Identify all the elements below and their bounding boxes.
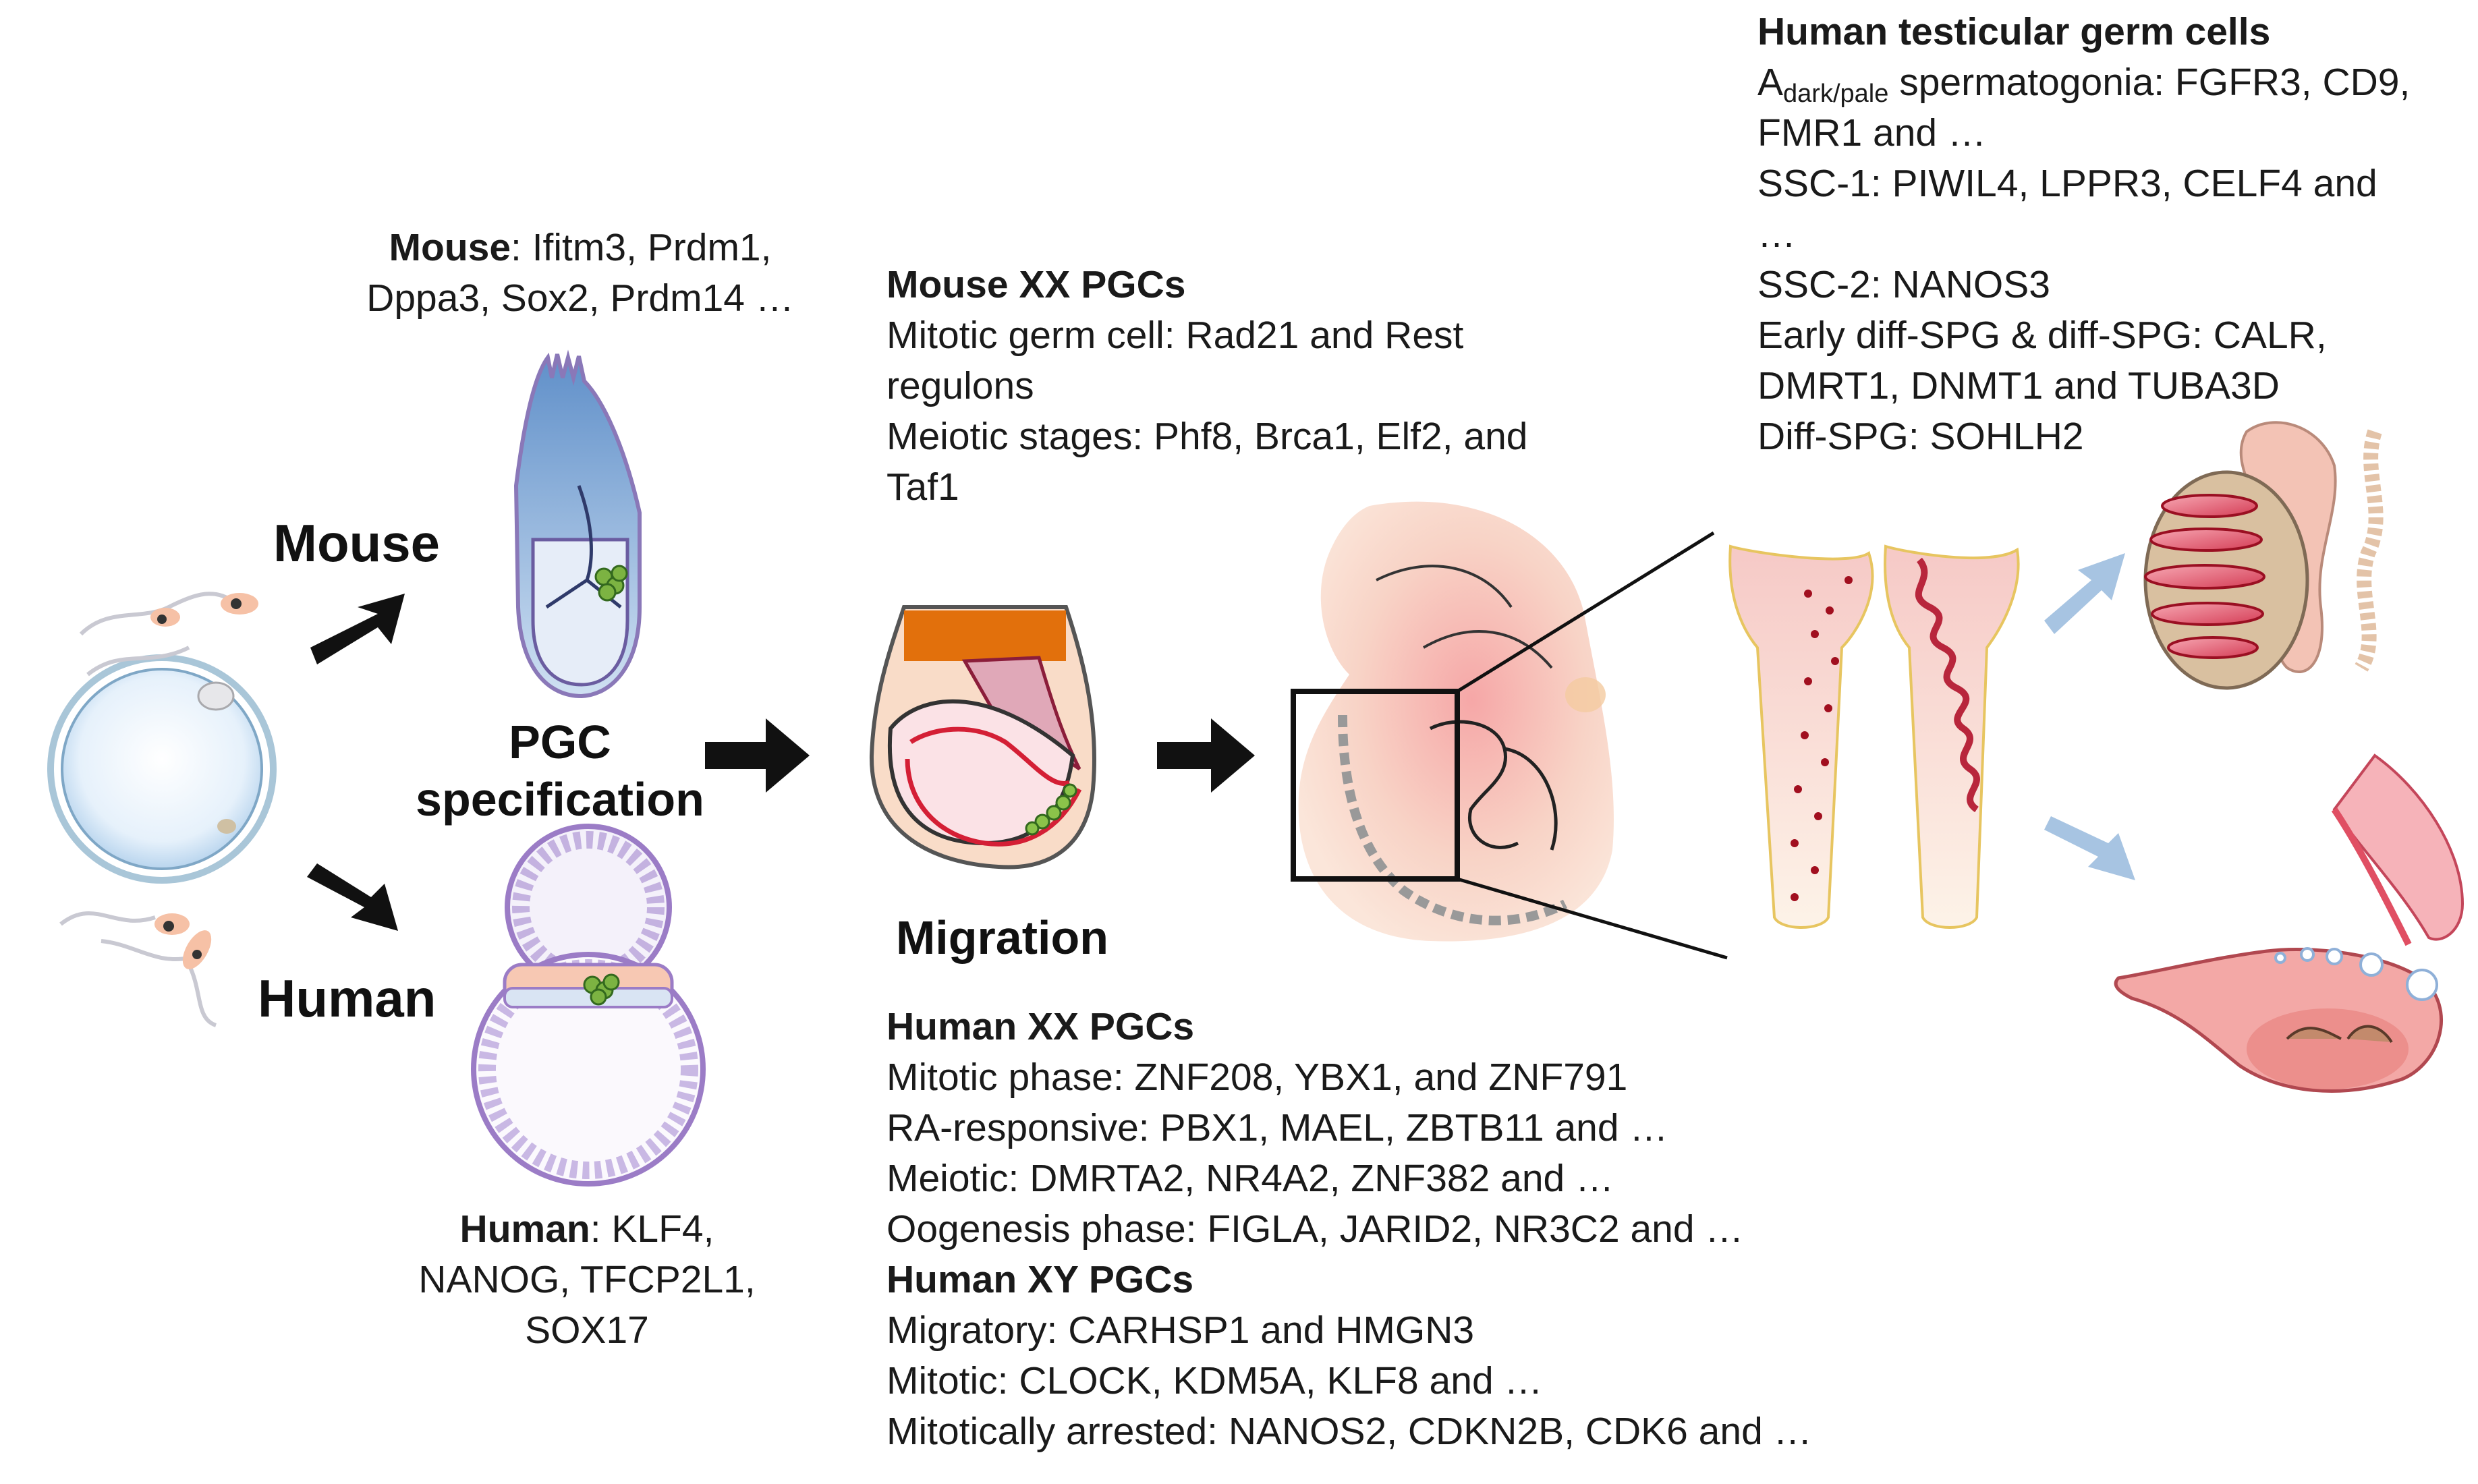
sperm-illustration <box>59 592 237 1027</box>
testis-a-rest: spermatogonia: FGFR3, CD9, <box>1888 61 2411 104</box>
human-pgc-block: Human XX PGCs Mitotic phase: ZNF208, YBX… <box>886 1002 1812 1457</box>
zygote-illustration <box>47 654 277 884</box>
testis-line: Early diff-SPG & diff-SPG: CALR, <box>1757 314 2327 357</box>
mouse-markers-line2: Dppa3, Sox2, Prdm14 … <box>366 277 794 320</box>
human-xx-line: Oogenesis phase: FIGLA, JARID2, NR3C2 an… <box>886 1207 1744 1251</box>
human-xx-title: Human XX PGCs <box>886 1005 1195 1048</box>
human-xy-title: Human XY PGCs <box>886 1258 1194 1301</box>
human-markers-line1: : KLF4, <box>590 1207 714 1251</box>
species-label-mouse: Mouse <box>273 513 441 573</box>
ovary-illustration <box>2114 753 2465 1093</box>
testis-line: SSC-1: PIWIL4, LPPR3, CELF4 and <box>1757 162 2377 205</box>
mouse-markers-line1: : Ifitm3, Prdm1, <box>511 226 772 269</box>
arrow-to-human <box>307 863 398 931</box>
human-xx-line: Mitotic phase: ZNF208, YBX1, and ZNF791 <box>886 1056 1628 1099</box>
testis-line: SSC-2: NANOS3 <box>1757 263 2050 306</box>
mouse-xx-line: Mitotic germ cell: Rad21 and Rest <box>886 314 1464 357</box>
stage-label-pgc: PGC <box>509 716 611 768</box>
human-markers-line2: NANOG, TFCP2L1, <box>418 1258 756 1301</box>
arrow-to-ovary <box>2044 816 2135 880</box>
testis-line: DMRT1, DNMT1 and TUBA3D <box>1757 364 2280 407</box>
arrow-to-mouse <box>310 594 405 664</box>
stage-label-migration: Migration <box>896 911 1108 964</box>
pgc-cluster-mouse <box>594 565 628 602</box>
human-xy-line: Migratory: CARHSP1 and HMGN3 <box>886 1309 1475 1352</box>
testis-a-sub: dark/pale <box>1783 80 1889 108</box>
mouse-xx-line: regulons <box>886 364 1034 407</box>
mouse-xx-line: Meiotic stages: Phf8, Brca1, Elf2, and <box>886 415 1528 458</box>
mouse-xx-block: Mouse XX PGCs Mitotic germ cell: Rad21 a… <box>886 260 1528 513</box>
testis-a-prefix: A <box>1757 61 1784 104</box>
pgc-cluster-migration <box>1025 783 1077 836</box>
stage-label-specification: specification <box>416 773 704 826</box>
gonad-illustrations <box>1728 544 2020 929</box>
mouse-xx-title: Mouse XX PGCs <box>886 263 1186 306</box>
species-label-human: Human <box>258 969 437 1028</box>
mouse-epiblast-illustration <box>513 349 642 699</box>
human-xy-line: Mitotic: CLOCK, KDM5A, KLF8 and … <box>886 1359 1543 1402</box>
human-xy-line: Mitotically arrested: NANOS2, CDKN2B, CD… <box>886 1410 1812 1453</box>
sperm-heads <box>150 593 258 969</box>
human-markers-label: Human <box>459 1207 590 1251</box>
pgc-cluster-human <box>583 973 620 1006</box>
testis-line-a: Adark/pale spermatogonia: FGFR3, CD9, <box>1757 57 2410 108</box>
late-embryo-illustration <box>1291 501 1728 960</box>
testis-illustration <box>2143 421 2384 690</box>
mouse-markers: Mouse: Ifitm3, Prdm1, Dppa3, Sox2, Prdm1… <box>337 223 823 324</box>
human-markers-line3: SOX17 <box>525 1309 649 1352</box>
human-markers: Human: KLF4, NANOG, TFCP2L1, SOX17 <box>364 1204 810 1356</box>
testis-line: … <box>1757 212 1796 256</box>
human-embryo-illustration <box>471 824 706 1187</box>
arrow-to-testis <box>2044 553 2125 634</box>
human-xx-line: Meiotic: DMRTA2, NR4A2, ZNF382 and … <box>886 1157 1614 1200</box>
mouse-xx-line: Taf1 <box>886 465 959 509</box>
testis-title: Human testicular germ cells <box>1757 10 2271 53</box>
migration-embryo-illustration <box>869 605 1096 869</box>
arrow-to-embryo <box>1157 718 1255 793</box>
human-xx-line: RA-responsive: PBX1, MAEL, ZBTB11 and … <box>886 1106 1668 1149</box>
testis-line: Diff-SPG: SOHLH2 <box>1757 415 2084 458</box>
arrow-to-migration <box>705 718 810 793</box>
testis-line: FMR1 and … <box>1757 111 1986 154</box>
mouse-markers-label: Mouse <box>389 226 511 269</box>
testis-block: Human testicular germ cells Adark/pale s… <box>1757 7 2410 462</box>
